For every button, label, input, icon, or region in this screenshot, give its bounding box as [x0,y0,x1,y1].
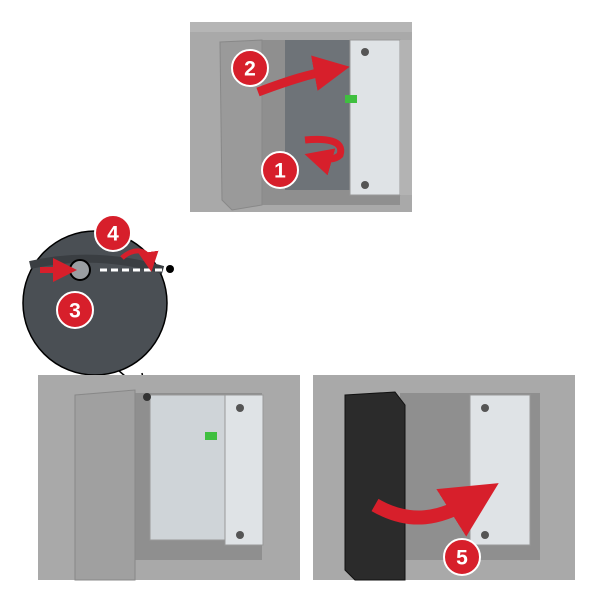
step-badge-2: 2 [231,49,269,87]
svg-text:4: 4 [107,223,119,246]
arrow-step-1 [304,135,345,176]
svg-text:5: 5 [456,547,468,570]
arrow-step-5 [371,483,499,537]
step-badge-5: 5 [443,538,481,576]
step-badge-3: 3 [56,291,94,329]
svg-text:3: 3 [69,300,81,323]
bottom-right-panel-printer [313,375,575,581]
arrow-step-2 [256,55,350,97]
top-panel-printer [190,22,412,212]
controller-board-shield [349,39,401,196]
magnifier-callout [22,230,174,396]
step-badge-1: 1 [261,151,299,189]
step-badge-4: 4 [94,214,132,252]
svg-text:1: 1 [274,160,286,183]
bottom-left-panel-printer [38,375,300,581]
thumbscrew-icon [69,259,91,281]
access-door-closing [344,391,406,581]
svg-text:2: 2 [244,58,256,81]
arrow-step-4 [120,248,159,272]
